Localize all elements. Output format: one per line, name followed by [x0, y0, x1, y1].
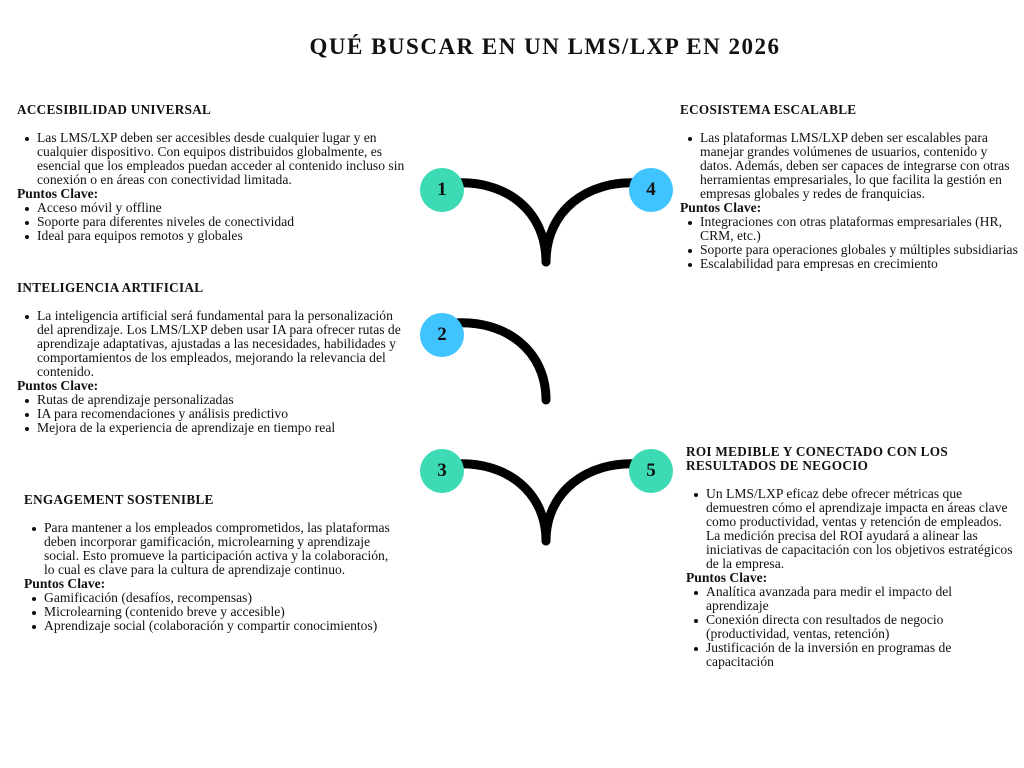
step-5-badge: 5 [629, 449, 673, 493]
section-roi: ROI MEDIBLE Y CONECTADO CON LOS RESULTAD… [686, 445, 1016, 669]
key-points-label: Puntos Clave: [686, 570, 768, 585]
step-1-badge: 1 [420, 168, 464, 212]
page-title: QUÉ BUSCAR EN UN LMS/LXP EN 2026 [309, 34, 781, 59]
key-points-label: Puntos Clave: [24, 576, 106, 591]
key-point: Integraciones con otras plataformas empr… [688, 215, 1020, 243]
key-point: Conexión directa con resultados de negoc… [694, 613, 1016, 641]
section-description: La inteligencia artificial será fundamen… [25, 309, 412, 379]
key-points-label: Puntos Clave: [17, 186, 99, 201]
section-engagement: ENGAGEMENT SOSTENIBLE Para mantener a lo… [24, 493, 396, 633]
key-point: Analítica avanzada para medir el impacto… [694, 585, 1016, 613]
section-ecosistema: ECOSISTEMA ESCALABLE Las plataformas LMS… [680, 103, 1020, 271]
section-description: Las plataformas LMS/LXP deben ser escala… [688, 131, 1020, 201]
key-point: Mejora de la experiencia de aprendizaje … [25, 421, 412, 435]
arc-1 [450, 178, 551, 267]
key-points-label: Puntos Clave: [17, 378, 99, 393]
arc-5 [541, 459, 643, 546]
key-point: Soporte para diferentes niveles de conec… [25, 215, 429, 229]
key-point: Escalabilidad para empresas en crecimien… [688, 257, 1020, 271]
key-point: Aprendizaje social (colaboración y compa… [32, 619, 396, 633]
key-point: IA para recomendaciones y análisis predi… [25, 407, 412, 421]
section-inteligencia-artificial: INTELIGENCIA ARTIFICIAL La inteligencia … [17, 281, 412, 435]
step-2-badge: 2 [420, 313, 464, 357]
step-4-badge: 4 [629, 168, 673, 212]
section-title: INTELIGENCIA ARTIFICIAL [17, 280, 204, 295]
section-description: Para mantener a los empleados comprometi… [32, 521, 396, 577]
key-point: Acceso móvil y offline [25, 201, 429, 215]
key-point: Microlearning (contenido breve y accesib… [32, 605, 396, 619]
section-title: ENGAGEMENT SOSTENIBLE [24, 492, 214, 507]
arc-3 [450, 459, 551, 546]
arc-4 [541, 178, 643, 267]
arc-2 [450, 318, 551, 405]
section-title: ECOSISTEMA ESCALABLE [680, 102, 857, 117]
key-point: Justificación de la inversión en program… [694, 641, 1016, 669]
key-points-label: Puntos Clave: [680, 200, 762, 215]
section-accesibilidad: ACCESIBILIDAD UNIVERSAL Las LMS/LXP debe… [17, 103, 429, 243]
step-3-badge: 3 [420, 449, 464, 493]
key-point: Rutas de aprendizaje personalizadas [25, 393, 412, 407]
key-point: Gamificación (desafíos, recompensas) [32, 591, 396, 605]
section-title: ACCESIBILIDAD UNIVERSAL [17, 102, 212, 117]
section-description: Las LMS/LXP deben ser accesibles desde c… [25, 131, 429, 187]
key-point: Soporte para operaciones globales y múlt… [688, 243, 1020, 257]
section-description: Un LMS/LXP eficaz debe ofrecer métricas … [694, 487, 1016, 571]
key-point: Ideal para equipos remotos y globales [25, 229, 429, 243]
section-title: ROI MEDIBLE Y CONECTADO CON LOS RESULTAD… [686, 444, 948, 473]
